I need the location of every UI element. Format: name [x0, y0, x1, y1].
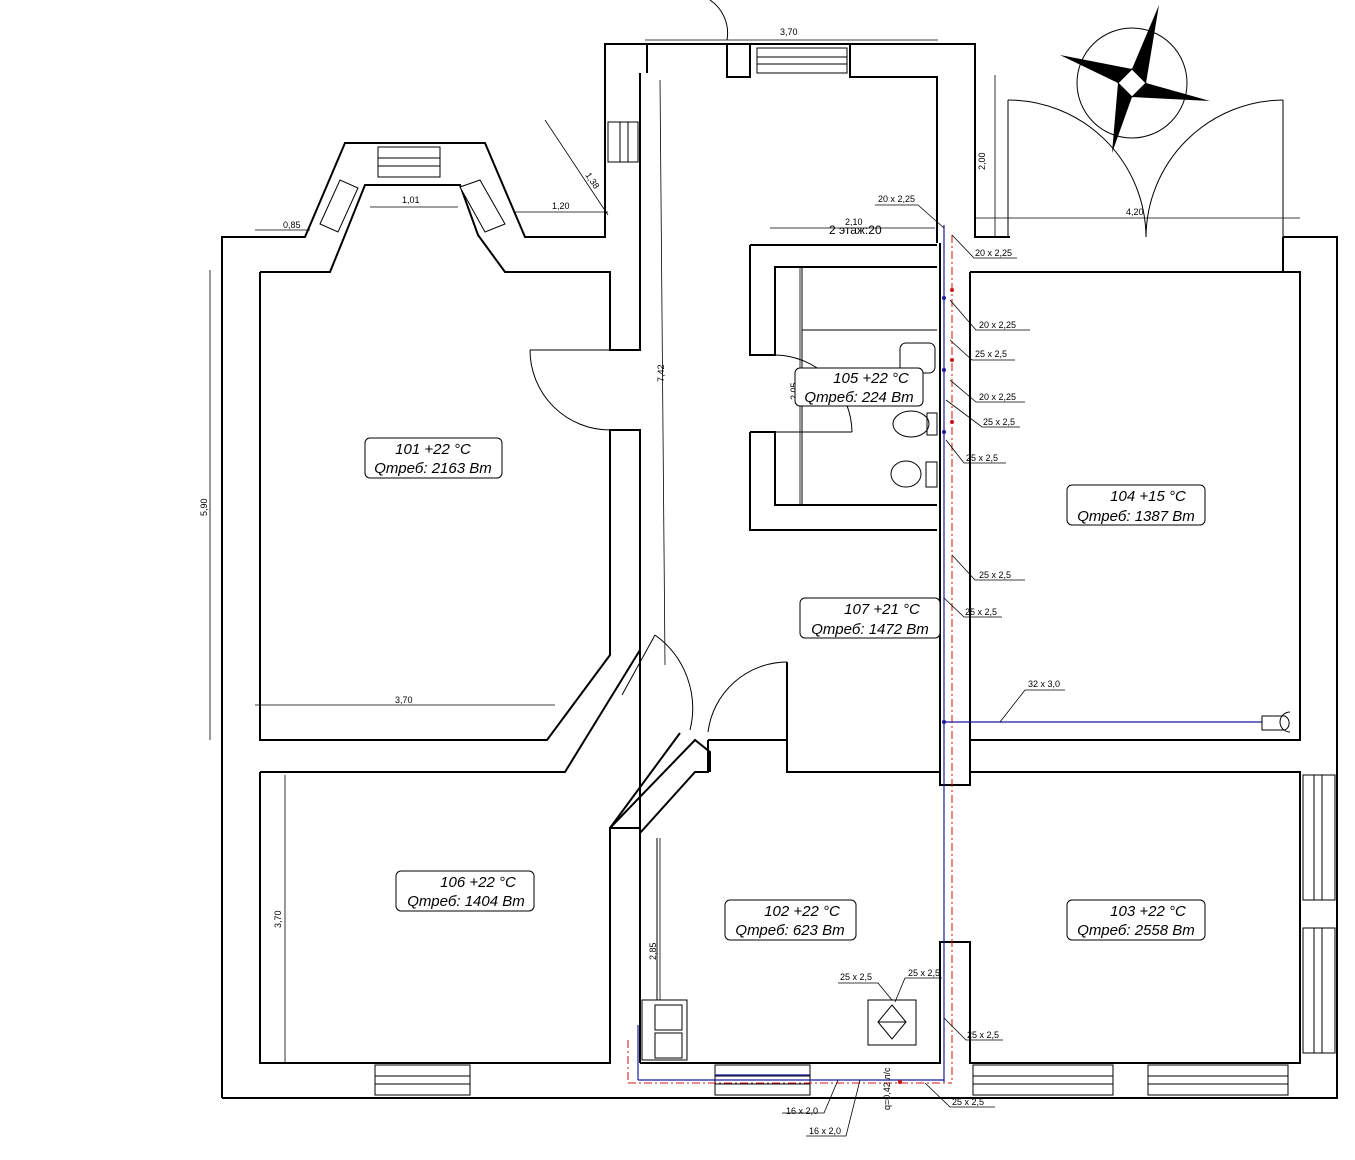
room-label-104: 104 +15 °C Qтреб: 1387 Вт	[1066, 484, 1206, 526]
dimension-lines	[209, 39, 1300, 1063]
dim-room101-width: 3,70	[395, 695, 413, 705]
pipe-label: 25 x 2,5	[967, 1030, 999, 1040]
pipe-label: 25 x 2,5	[979, 570, 1011, 580]
svg-text:106 +22 °C: 106 +22 °C	[440, 874, 516, 891]
windows	[319, 47, 1336, 1096]
pipe-label: 25 x 2,5	[975, 349, 1007, 359]
svg-text:Qтреб: 2163 Вт: Qтреб: 2163 Вт	[374, 460, 492, 477]
dim-corridor-len: 7,42	[656, 364, 666, 382]
window-left-top	[607, 121, 639, 163]
compass-rose-icon	[1060, 5, 1210, 153]
pipe-label: 20 x 2,25	[878, 194, 915, 204]
dimension-labels: 3,70 1,38 1,01 1,20 0,85 5,90 7,42 3,70 …	[199, 27, 1144, 960]
fixtures	[641, 342, 938, 1061]
pipe-label: 32 x 3,0	[1028, 679, 1060, 689]
pipe-label: 25 x 2,5	[952, 1097, 984, 1107]
kitchen-sink	[641, 999, 688, 1061]
svg-text:104 +15 °C: 104 +15 °C	[1110, 488, 1186, 505]
pipe-label: 16 x 2,0	[786, 1106, 818, 1116]
pipe-label: 25 x 2,5	[965, 607, 997, 617]
dim-bath-width: 2,10	[845, 217, 863, 227]
window-right2	[1302, 927, 1336, 1054]
room-label-101: 101 +22 °C Qтреб: 2163 Вт	[364, 437, 503, 479]
window-bottom-left	[374, 1064, 471, 1096]
window-bay-left	[319, 179, 359, 233]
pipe-label: 25 x 2,5	[966, 453, 998, 463]
pipe-label: 20 x 2,25	[979, 320, 1016, 330]
svg-text:Qтреб: 1404 Вт: Qтреб: 1404 Вт	[407, 893, 525, 910]
dim-left-height: 5,90	[199, 498, 209, 516]
window-bottom-right2	[1147, 1064, 1289, 1096]
svg-text:103 +22 °C: 103 +22 °C	[1110, 903, 1186, 920]
room-label-103: 103 +22 °C Qтреб: 2558 Вт	[1066, 899, 1206, 941]
dim-bath-height: 2,05	[789, 382, 799, 400]
pipe-label: 16 x 2,0	[809, 1126, 841, 1136]
dim-room102-height: 2,85	[648, 942, 658, 960]
room-label-107: 107 +21 °C Qтреб: 1472 Вт	[799, 597, 941, 639]
leader-lines	[782, 204, 1065, 1137]
outer-walls	[221, 43, 1338, 1099]
svg-text:Qтреб: 2558 Вт: Qтреб: 2558 Вт	[1077, 922, 1195, 939]
svg-text:Qтреб: 224 Вт: Qтреб: 224 Вт	[804, 389, 913, 406]
window-right1	[1302, 774, 1336, 901]
window-bottom-right1	[972, 1064, 1114, 1096]
svg-text:105 +22 °C: 105 +22 °C	[833, 370, 909, 387]
pipe-label: 20 x 2,25	[979, 392, 1016, 402]
dim-bay-side: 1,20	[552, 201, 570, 211]
pipe-label: 25 x 2,5	[908, 968, 940, 978]
svg-text:101 +22 °C: 101 +22 °C	[395, 441, 471, 458]
window-bay	[377, 146, 441, 178]
pipe-label: 25 x 2,5	[840, 972, 872, 982]
dim-top-width: 3,70	[780, 27, 798, 37]
riser-label: 2 этаж:20	[829, 223, 882, 237]
bidet-fixture	[890, 460, 922, 488]
pipe-label: 20 x 2,25	[975, 248, 1012, 258]
dim-room106-height: 3,70	[273, 910, 283, 928]
svg-text:107 +21 °C: 107 +21 °C	[844, 601, 920, 618]
room-label-102: 102 +22 °C Qтреб: 623 Вт	[724, 899, 857, 941]
pipes	[627, 225, 1291, 1084]
svg-text:Qтреб: 1472 Вт: Qтреб: 1472 Вт	[811, 621, 929, 638]
svg-text:Qтреб: 623 Вт: Qтреб: 623 Вт	[735, 922, 844, 939]
window-bay-right	[459, 179, 506, 233]
svg-text:Qтреб: 1387 Вт: Qтреб: 1387 Вт	[1077, 508, 1195, 525]
room-label-105: 105 +22 °C Qтреб: 224 Вт	[794, 367, 924, 407]
dim-porch-depth: 2,00	[977, 152, 987, 170]
room-labels: 101 +22 °C Qтреб: 2163 Вт 102 +22 °C Qтр…	[364, 367, 1206, 941]
pipe-labels: 20 x 2,25 20 x 2,25 20 x 2,25 25 x 2,5 2…	[786, 194, 1060, 1136]
svg-text:102 +22 °C: 102 +22 °C	[764, 903, 840, 920]
toilet-fixture	[892, 410, 930, 438]
room-label-106: 106 +22 °C Qтреб: 1404 Вт	[395, 870, 535, 912]
dim-room104-top: 4,20	[1126, 207, 1144, 217]
pipe-label: 25 x 2,5	[983, 417, 1015, 427]
flow-label: q=0,42 л/с	[882, 1067, 892, 1110]
window-top	[756, 47, 848, 74]
dim-left-small: 0,85	[283, 220, 301, 230]
dim-bay-window: 1,01	[402, 195, 420, 205]
dim-bay-diag: 1,38	[583, 171, 601, 191]
